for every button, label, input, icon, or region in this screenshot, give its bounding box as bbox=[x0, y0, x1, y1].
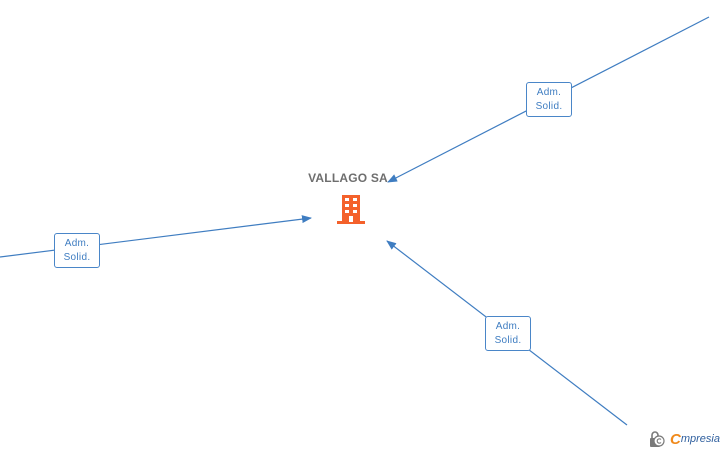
relation-label-top-right[interactable]: Adm. Solid. bbox=[526, 82, 572, 117]
relation-label-bottom-right[interactable]: Adm. Solid. bbox=[485, 316, 531, 351]
copyright-lock-icon bbox=[648, 430, 666, 448]
relation-label-line1: Adm. bbox=[495, 321, 521, 332]
relation-label-line1: Adm. bbox=[64, 238, 90, 249]
relation-label-line1: Adm. bbox=[536, 87, 562, 98]
watermark-text: mpresia bbox=[680, 433, 720, 445]
company-name[interactable]: VALLAGO SA bbox=[308, 171, 388, 185]
relation-label-line2: Solid. bbox=[494, 335, 522, 346]
building-icon[interactable] bbox=[334, 193, 368, 227]
watermark-first-letter: C bbox=[670, 430, 681, 448]
relation-label-left[interactable]: Adm. Solid. bbox=[54, 233, 100, 268]
edge-left bbox=[0, 215, 312, 258]
relation-label-line2: Solid. bbox=[63, 252, 91, 263]
relation-label-line2: Solid. bbox=[535, 101, 563, 112]
